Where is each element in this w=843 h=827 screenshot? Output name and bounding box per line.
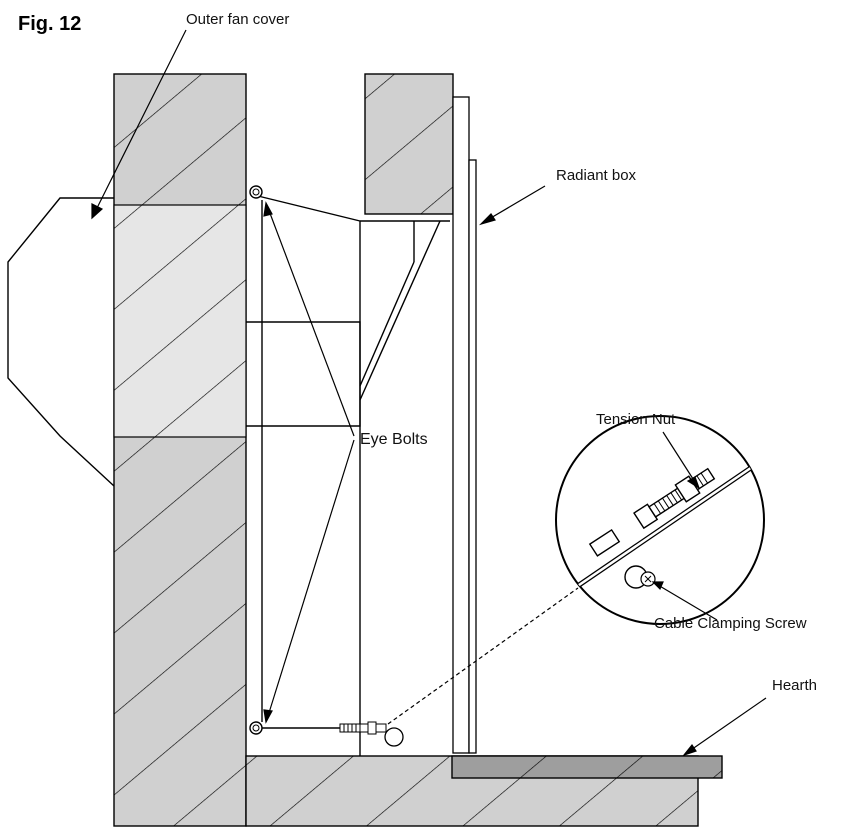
upper-eye-bolt bbox=[249, 185, 263, 199]
hearth bbox=[451, 755, 723, 779]
floor-slab bbox=[245, 755, 699, 827]
outer-fan-cover bbox=[7, 197, 115, 487]
flue-duct bbox=[246, 220, 450, 756]
lower-eye-bolt bbox=[249, 721, 263, 735]
label-radiant-box: Radiant box bbox=[556, 167, 637, 184]
radiant-box bbox=[452, 96, 477, 754]
left-masonry-wall bbox=[113, 73, 247, 827]
label-tension-nut: Tension Nut bbox=[596, 411, 676, 428]
label-outer-fan-cover: Outer fan cover bbox=[186, 11, 289, 28]
detail-magnifier bbox=[555, 415, 765, 625]
figure-number: Fig. 12 bbox=[18, 13, 81, 35]
label-cable-clamping-screw: Cable Clamping Screw bbox=[654, 615, 807, 632]
upper-cable-run bbox=[257, 195, 361, 222]
leader-arrows bbox=[91, 29, 767, 757]
label-eye-bolts: Eye Bolts bbox=[360, 431, 428, 448]
tension-assembly-small bbox=[339, 721, 404, 747]
label-hearth: Hearth bbox=[772, 677, 817, 694]
cable-clamp-block bbox=[588, 528, 621, 557]
detail-callout-line bbox=[387, 587, 579, 725]
upper-masonry-block bbox=[364, 73, 454, 215]
